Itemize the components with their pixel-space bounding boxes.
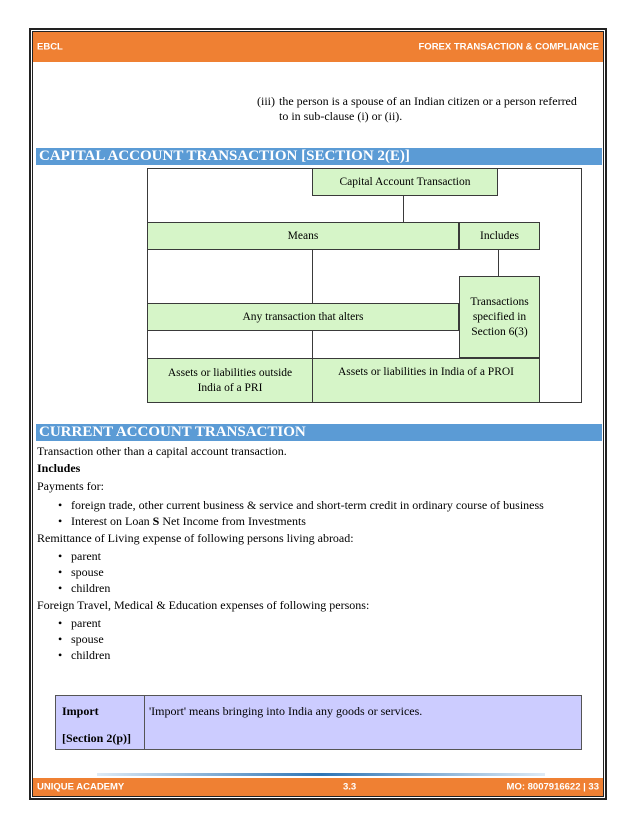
clause-iii-marker: (iii) xyxy=(257,94,275,108)
means-box: Means xyxy=(147,222,459,250)
remittance-label: Remittance of Living expense of followin… xyxy=(37,531,354,545)
footer-left: UNIQUE ACADEMY xyxy=(37,781,125,793)
footer-right: MO: 8007916622 | 33 xyxy=(506,781,599,793)
page-header: EBCL FOREX TRANSACTION & COMPLIANCE xyxy=(33,32,603,62)
transactions-specified-box: Transactions specified in Section 6(3) xyxy=(459,276,540,358)
list-item: children xyxy=(37,647,337,663)
payments-list: foreign trade, other current business & … xyxy=(37,497,597,529)
header-right: FOREX TRANSACTION & COMPLIANCE xyxy=(418,41,600,53)
connector-means xyxy=(312,250,313,303)
page-border-inner xyxy=(32,31,604,797)
list-item: spouse xyxy=(37,631,337,647)
root-box: Capital Account Transaction xyxy=(312,168,498,196)
import-definition-cell: 'Import' means bringing into India any g… xyxy=(144,695,582,750)
capital-section-title: CAPITAL ACCOUNT TRANSACTION [SECTION 2(E… xyxy=(36,148,602,165)
payments-for-label: Payments for: xyxy=(37,479,104,493)
list-item: parent xyxy=(37,615,337,631)
connector-includes xyxy=(498,250,499,276)
assets-proi-box: Assets or liabilities in India of a PROI xyxy=(312,358,540,403)
list-item: Interest on Loan S Net Income from Inves… xyxy=(37,513,597,529)
travel-label: Foreign Travel, Medical & Education expe… xyxy=(37,598,370,612)
remittance-list: parent spouse children xyxy=(37,548,337,596)
any-transaction-box: Any transaction that alters xyxy=(147,303,459,331)
current-section-title: CURRENT ACCOUNT TRANSACTION xyxy=(36,424,602,441)
clause-iii-line1: the person is a spouse of an Indian citi… xyxy=(279,94,577,108)
assets-pri-box: Assets or liabilities outside India of a… xyxy=(147,358,313,403)
includes-label: Includes xyxy=(37,461,81,475)
import-definition: 'Import' means bringing into India any g… xyxy=(149,704,423,718)
assets-pri-text: Assets or liabilities outside India of a… xyxy=(167,366,293,394)
clause-iii-line2: to in sub-clause (i) or (ii). xyxy=(279,109,403,123)
page-footer: UNIQUE ACADEMY 3.3 MO: 8007916622 | 33 xyxy=(33,778,603,796)
footer-rule xyxy=(97,773,545,776)
import-term: Import xyxy=(62,704,99,718)
import-section-ref: [Section 2(p)] xyxy=(62,731,131,745)
list-item: parent xyxy=(37,548,337,564)
list-item: children xyxy=(37,580,337,596)
footer-center: 3.3 xyxy=(343,781,357,793)
list-item: spouse xyxy=(37,564,337,580)
header-left: EBCL xyxy=(37,41,63,53)
list-item: foreign trade, other current business & … xyxy=(37,497,597,513)
import-term-cell: Import [Section 2(p)] xyxy=(55,695,145,750)
page-border-outer xyxy=(29,28,607,800)
connector-root xyxy=(403,196,404,222)
connector-alters xyxy=(312,331,313,358)
includes-box: Includes xyxy=(459,222,540,250)
transactions-specified-text: Transactions specified in Section 6(3) xyxy=(470,295,529,338)
current-intro: Transaction other than a capital account… xyxy=(37,444,287,458)
travel-list: parent spouse children xyxy=(37,615,337,663)
